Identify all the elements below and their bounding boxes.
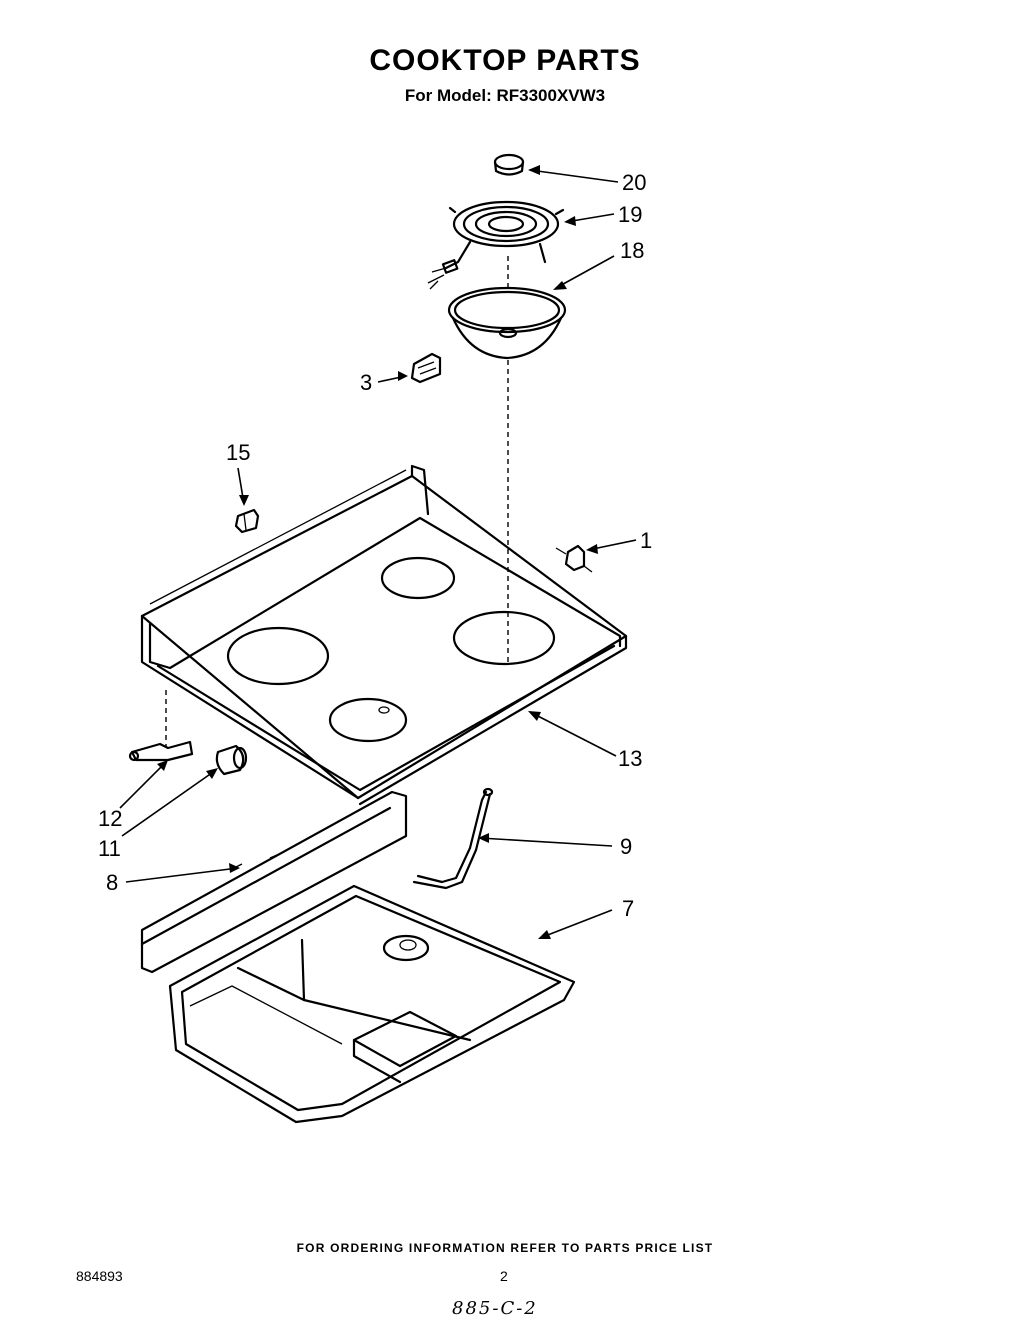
callout-12: 12 [98,806,122,831]
burner-opening-front [328,697,408,743]
callout-9: 9 [620,834,632,859]
page-title: COOKTOP PARTS [369,44,641,77]
model-subtitle: For Model: RF3300XVW3 [404,86,606,105]
part-11-bushing [215,744,248,776]
part-8-front-trim [140,790,408,974]
part-9-rod [412,787,494,890]
part-19-surface-element [427,200,565,290]
callout-3: 3 [360,370,372,395]
callout-11: 11 [98,836,121,861]
part-18-drip-pan [447,286,567,360]
part-13-cooktop [140,464,628,806]
handwritten-code: 885-C-2 [452,1298,538,1319]
leader-lines [119,165,637,939]
callout-7: 7 [622,896,634,921]
part-15-clip [234,508,260,534]
callout-18: 18 [620,238,644,263]
callout-15: 15 [226,440,250,465]
exploded-parts-diagram: 20 19 18 3 15 1 13 12 11 8 9 7 [98,153,652,1124]
burner-opening-right [452,610,556,666]
callout-20: 20 [622,170,646,195]
part-7-burner-box [168,884,576,1124]
part-12-hinge [128,740,194,762]
document-number: 884893 [76,1268,123,1284]
part-3-terminal-block [410,352,442,384]
callout-19: 19 [618,202,642,227]
callout-13: 13 [618,746,642,771]
burner-opening-left-rear [226,626,330,686]
page-number: 2 [500,1268,508,1284]
burner-opening-rear-right [380,556,456,600]
callout-1: 1 [640,528,652,553]
part-20-cap [493,153,525,176]
part-1-clip [555,544,593,573]
ordering-note: FOR ORDERING INFORMATION REFER TO PARTS … [296,1241,714,1255]
callout-8: 8 [106,870,118,895]
